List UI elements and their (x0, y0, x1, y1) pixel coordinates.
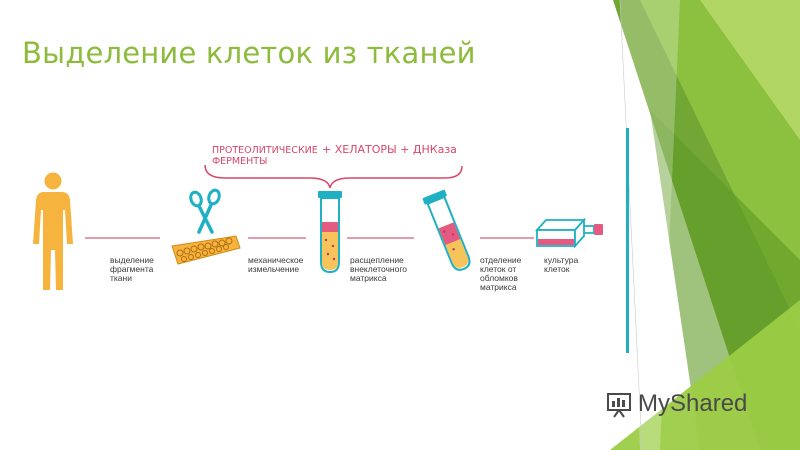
step-label-cell-culture: культура клеток (544, 255, 579, 274)
scissors-icon (189, 188, 221, 234)
step-label-tissue-fragment: выделение фрагмента ткани (110, 255, 154, 283)
slide-title: Выделение клеток из тканей (22, 36, 476, 70)
step-label-mechanical-grinding: механическое измельчение (248, 255, 304, 274)
watermark: MyShared (606, 389, 747, 419)
culture-flask-icon (534, 217, 603, 249)
chelators-dnase-label: + ХЕЛАТОРЫ + ДНКаза (322, 143, 457, 156)
enzymes-label: ПРОТЕОЛИТИЧЕСКИЕ ФЕРМЕНТЫ (212, 145, 318, 167)
myshared-logo-icon (607, 393, 631, 418)
test-tube-icon (318, 191, 342, 274)
tilted-test-tube-icon (422, 189, 471, 271)
step-label-matrix-digestion: расщепление внеклеточного матрикса (350, 255, 407, 283)
vertical-divider (626, 128, 629, 353)
tissue-fragments-icon (171, 235, 241, 265)
decorative-green-shapes (610, 0, 800, 450)
enzymes-brace (204, 164, 463, 189)
human-figure-icon (33, 172, 73, 290)
watermark-text: MyShared (638, 390, 748, 417)
step-label-cell-separation: отделение клеток от обломков матрикса (480, 255, 522, 292)
